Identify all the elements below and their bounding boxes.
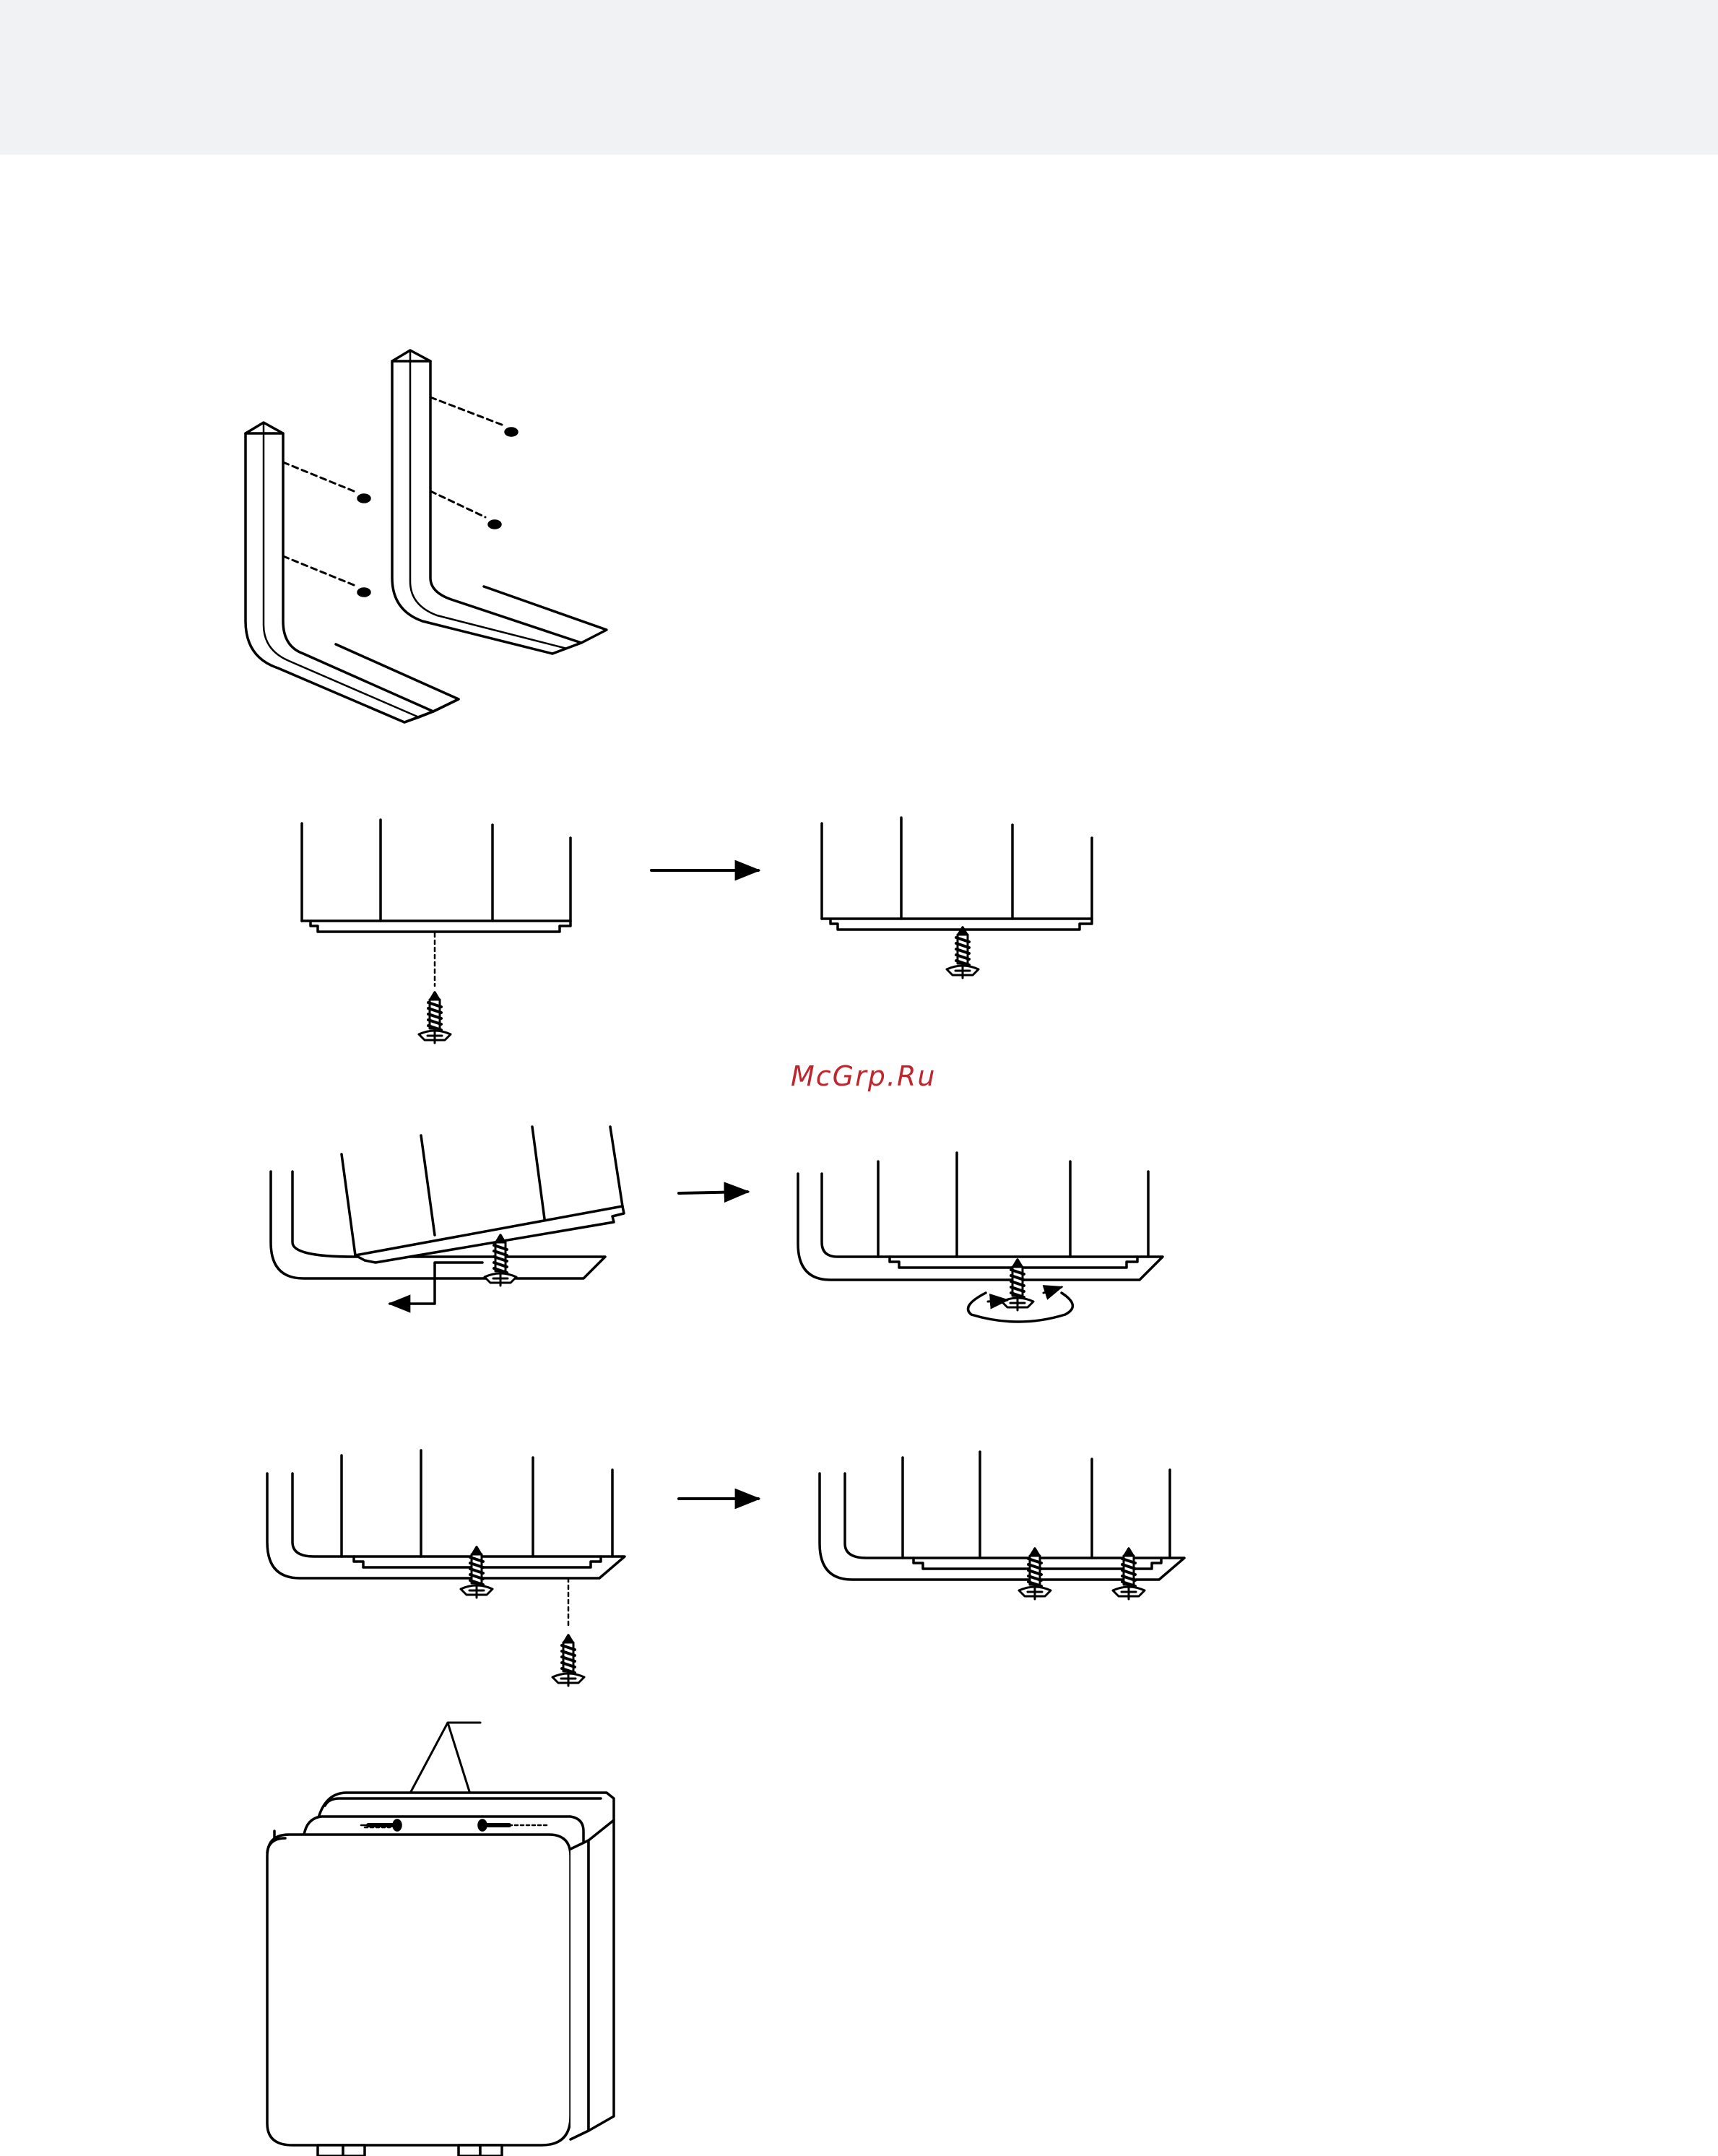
unit-box-icon xyxy=(267,1723,614,2156)
attach-screw-step xyxy=(302,818,1092,1043)
watermark-text: McGrp.Ru xyxy=(791,1060,936,1092)
l-bracket-pair-icon xyxy=(246,350,607,722)
slide-and-tighten-step xyxy=(271,1127,1163,1322)
second-screw-step xyxy=(267,1450,1184,1686)
